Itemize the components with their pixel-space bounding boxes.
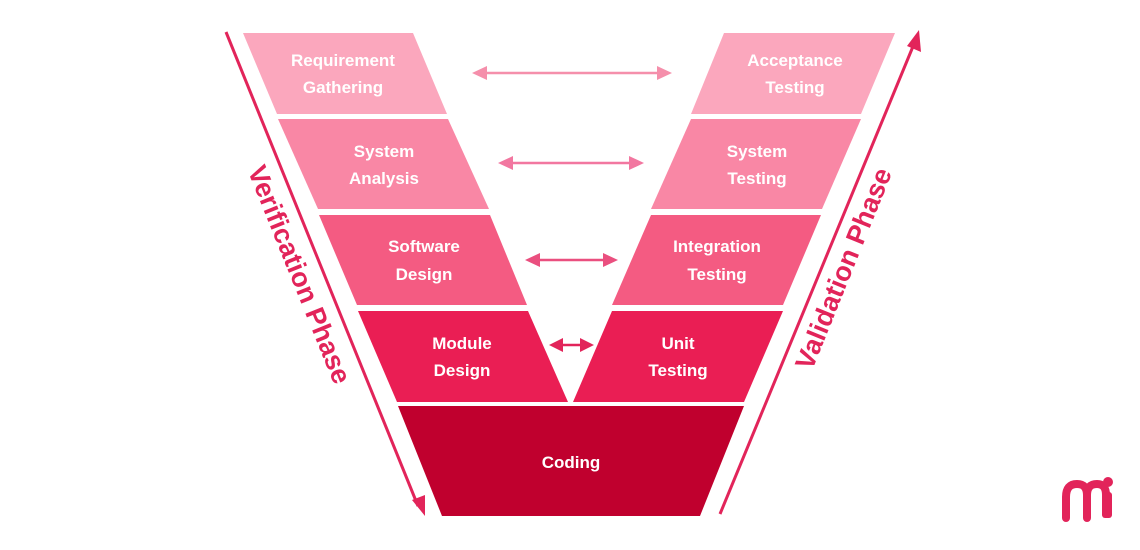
validation-phase-arrow — [718, 30, 921, 515]
coding-block: Coding — [398, 406, 744, 516]
block-label: System — [354, 142, 414, 161]
block-label: Gathering — [303, 78, 383, 97]
block-label: Module — [432, 334, 492, 353]
validation-block-system-testing: System Testing — [651, 119, 861, 209]
validation-block-acceptance-testing: Acceptance Testing — [691, 33, 895, 114]
block-label: Design — [396, 265, 453, 284]
block-label: Testing — [727, 169, 786, 188]
verification-block-requirement-gathering: Requirement Gathering — [243, 33, 447, 114]
block-label: Requirement — [291, 51, 395, 70]
block-label: Testing — [648, 361, 707, 380]
connector-arrow-level-1 — [472, 66, 672, 80]
block-label: System — [727, 142, 787, 161]
coding-label: Coding — [542, 453, 601, 472]
verification-phase-arrow — [224, 31, 425, 516]
block-label: Acceptance — [747, 51, 842, 70]
verification-block-software-design: Software Design — [319, 215, 527, 305]
connector-arrow-level-4 — [549, 338, 594, 352]
validation-block-integration-testing: Integration Testing — [612, 215, 821, 305]
block-label: Software — [388, 237, 460, 256]
validation-block-unit-testing: Unit Testing — [573, 311, 783, 402]
block-label: Testing — [765, 78, 824, 97]
block-label: Analysis — [349, 169, 419, 188]
verification-block-system-analysis: System Analysis — [278, 119, 489, 209]
block-label: Unit — [661, 334, 694, 353]
connector-arrow-level-2 — [498, 156, 644, 170]
brand-logo — [1062, 477, 1113, 522]
verification-block-module-design: Module Design — [358, 311, 568, 402]
block-label: Integration — [673, 237, 761, 256]
block-label: Design — [434, 361, 491, 380]
block-label: Testing — [687, 265, 746, 284]
connector-arrow-level-3 — [525, 253, 618, 267]
